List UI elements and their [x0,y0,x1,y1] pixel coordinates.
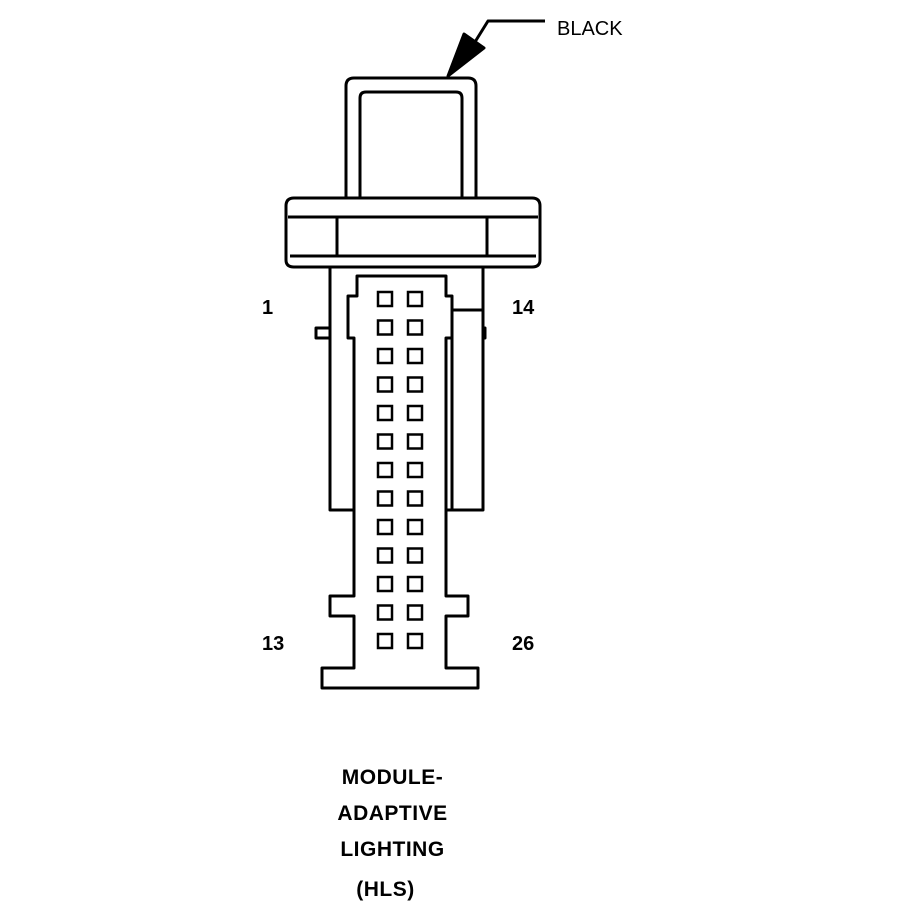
cavity-13 [376,632,394,650]
cavity-7 [376,461,394,479]
cavity-26 [406,632,424,650]
cavity-14 [406,290,424,308]
cavity-4 [376,376,394,393]
cavity-19 [406,433,424,450]
cavity-12 [376,604,394,621]
terminal-body [320,274,480,690]
color-leader-arrowhead [446,32,486,78]
cavity-11 [376,575,394,593]
cavity-3 [376,347,394,365]
connector-collar [284,196,542,269]
cavity-5 [376,404,394,422]
cavity-8 [376,490,394,507]
cavity-1 [376,290,394,308]
cavity-20 [406,461,424,479]
cavity-2 [376,319,394,336]
cavity-10 [376,547,394,564]
pin-label-1: 1 [262,297,274,319]
cavity-25 [406,604,424,621]
cavity-9 [376,518,394,536]
right-lock-tab [483,326,487,340]
connector-latch-inner [358,90,464,198]
cavity-16 [406,347,424,365]
cavity-6 [376,433,394,450]
pin-label-26: 26 [512,633,535,655]
caption-line-4: (HLS) [356,878,415,901]
cavity-17 [406,376,424,393]
cavity-18 [406,404,424,422]
pin-label-13: 13 [262,633,285,655]
cavity-23 [406,547,424,564]
caption-line-3: LIGHTING [340,838,445,861]
caption-line-1: MODULE- [341,766,444,789]
connector-latch-outer [344,76,478,198]
cavity-24 [406,575,424,593]
pin-label-14: 14 [512,297,535,319]
terminal-cavities [376,290,424,650]
cavity-15 [406,319,424,336]
color-leader-line [468,19,545,51]
cavity-22 [406,518,424,536]
caption-line-2: ADAPTIVE [337,802,448,825]
cavity-21 [406,490,424,507]
left-lock-tab [314,326,330,340]
wire-color-label: BLACK [557,18,623,40]
